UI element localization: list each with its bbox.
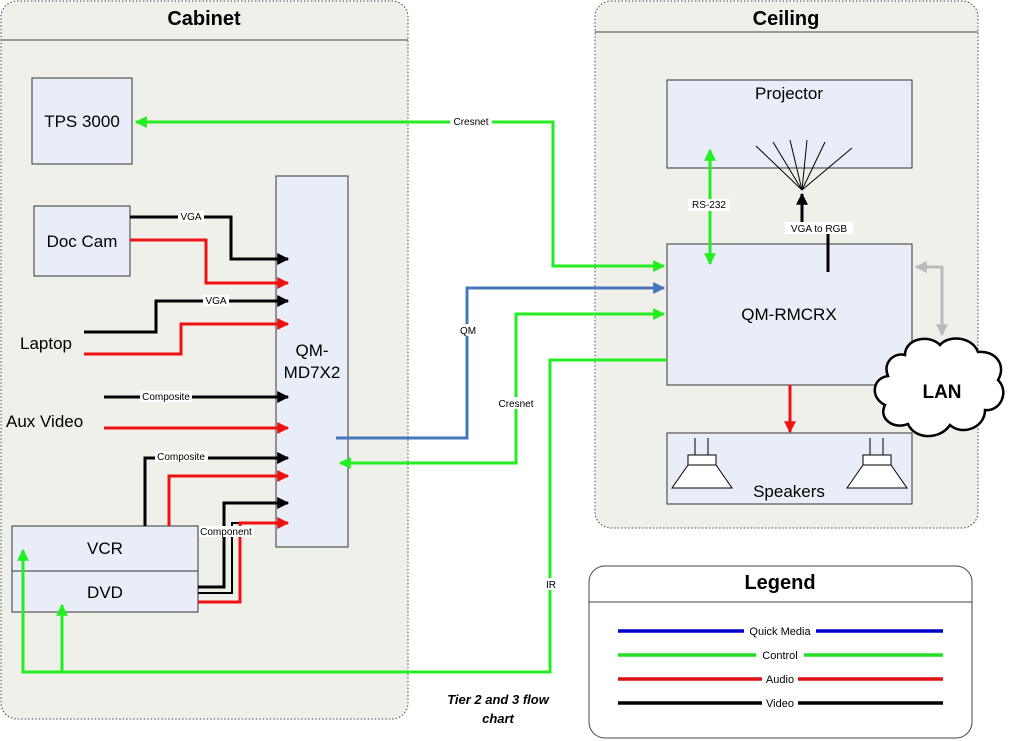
- speaker-left-icon: [671, 438, 733, 489]
- qm-md7x2-label-line1: QM-: [295, 341, 328, 360]
- rs232-label: RS-232: [692, 200, 726, 211]
- cresnet-top-label: Cresnet: [453, 117, 488, 128]
- cabinet-title: Cabinet: [167, 8, 241, 30]
- vga-laptop-label: VGA: [205, 296, 226, 307]
- qm-md7x2-label-line2: MD7X2: [284, 363, 341, 382]
- laptop-audio-line: [84, 318, 290, 356]
- cresnet-mid-label: Cresnet: [498, 399, 533, 410]
- dvd-audio-line: [198, 517, 290, 604]
- qm-rmcrx-label: QM-RMCRX: [741, 305, 836, 324]
- doc-cam-label: Doc Cam: [47, 232, 118, 251]
- projector-beam-icon: [755, 139, 853, 191]
- qm-line: [336, 282, 666, 440]
- legend-title: Legend: [744, 572, 815, 594]
- vcr-audio-line: [167, 470, 290, 526]
- dvd-label: DVD: [87, 583, 123, 602]
- dvd-video-line: [198, 497, 290, 589]
- projector-label: Projector: [755, 84, 823, 103]
- speakers-label: Speakers: [753, 482, 825, 501]
- caption-line2: chart: [482, 711, 514, 726]
- qm-rmcrx-box: [666, 243, 913, 386]
- vga-doc-label: VGA: [180, 212, 201, 223]
- ceiling-title: Ceiling: [753, 8, 820, 30]
- component-label: Component: [200, 527, 252, 538]
- doc-cam-audio-line: [130, 238, 290, 289]
- vcr-dvd-box: [11, 525, 199, 613]
- legend-label-3: Video: [766, 698, 794, 710]
- legend-label-1: Control: [762, 650, 797, 662]
- composite-aux-label: Composite: [142, 392, 190, 403]
- composite-vcr-label: Composite: [157, 452, 205, 463]
- vcr-label: VCR: [87, 539, 123, 558]
- doc-cam-box: [33, 205, 131, 277]
- vga-to-rgb-label: VGA to RGB: [791, 224, 847, 235]
- qm-md7x2-box: [275, 175, 349, 548]
- tps-3000-box: [31, 77, 133, 165]
- caption-line1: Tier 2 and 3 flow: [447, 692, 550, 707]
- tps-3000-label: TPS 3000: [44, 112, 120, 131]
- qm-label: QM: [460, 326, 476, 337]
- speaker-right-icon: [846, 438, 908, 489]
- legend-label-2: Audio: [766, 674, 794, 686]
- lan-label: LAN: [922, 382, 961, 403]
- legend-label-0: Quick Media: [749, 626, 811, 638]
- ir-line: [17, 358, 667, 674]
- laptop-label: Laptop: [20, 334, 72, 353]
- aux-video-label: Aux Video: [6, 412, 83, 431]
- ir-label: IR: [546, 580, 556, 591]
- vcr-video-line: [143, 452, 290, 526]
- lan-cloud-icon: [873, 337, 1005, 438]
